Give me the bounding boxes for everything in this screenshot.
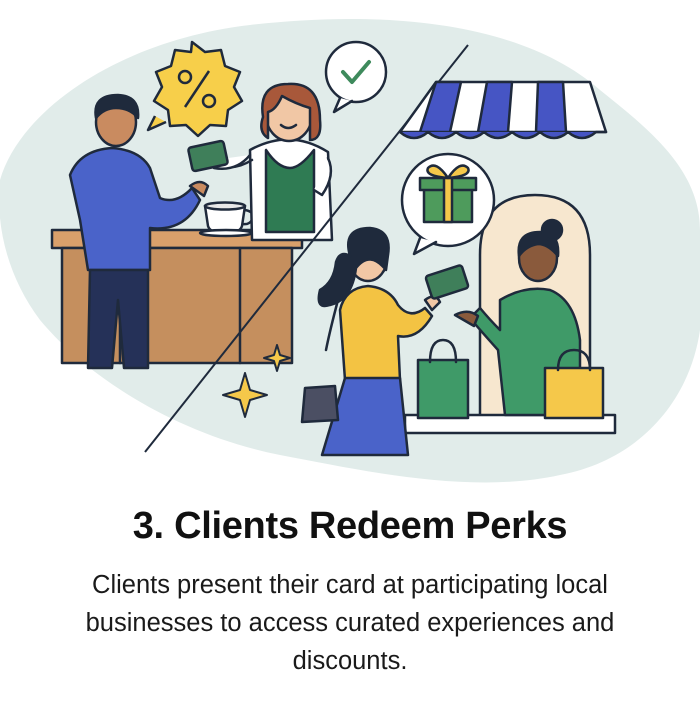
membership-card [424, 264, 470, 300]
redeem-perks-illustration [0, 18, 700, 483]
discount-percent-badge-icon [146, 40, 244, 138]
barista-figure [212, 82, 334, 242]
gift-speech-bubble-icon [400, 152, 496, 256]
checkmark-speech-bubble-icon [324, 40, 388, 114]
customer-man-figure [68, 93, 210, 370]
awning-icon [398, 80, 608, 140]
shopping-bag-icon [416, 338, 605, 420]
step-title: 3. Clients Redeem Perks [132, 505, 568, 547]
membership-card [187, 139, 229, 173]
coffee-cup-icon [198, 201, 255, 238]
cafe-scene [50, 82, 334, 370]
shop-scene [300, 80, 617, 457]
step-description: Clients present their card at participat… [85, 571, 615, 675]
sparkle-icon [222, 344, 291, 418]
